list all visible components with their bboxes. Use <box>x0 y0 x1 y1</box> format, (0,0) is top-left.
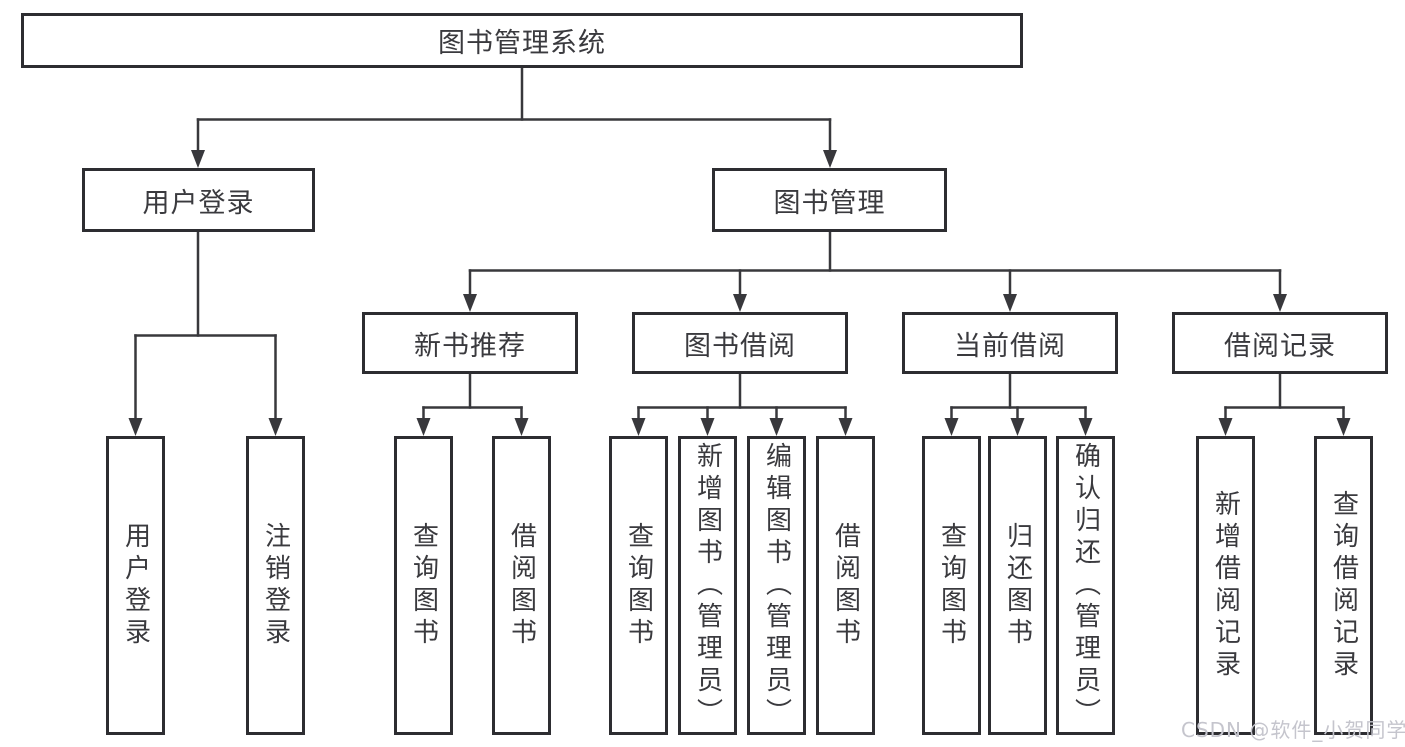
node-leaf-logout: 注销登录 <box>246 436 305 735</box>
node-leaf-bb-query-books: 查询图书 <box>609 436 668 735</box>
node-user-login: 用户登录 <box>82 168 315 232</box>
node-root: 图书管理系统 <box>21 13 1023 68</box>
node-current-borrow: 当前借阅 <box>902 312 1118 374</box>
node-leaf-bb-add-books-admin: 新增图书（管理员） <box>678 436 737 735</box>
node-book-borrow: 图书借阅 <box>632 312 848 374</box>
node-leaf-cb-query-books: 查询图书 <box>922 436 981 735</box>
node-leaf-bb-edit-books-admin: 编辑图书（管理员） <box>747 436 806 735</box>
node-leaf-cb-confirm-return-admin: 确认归还（管理员） <box>1056 436 1115 735</box>
node-new-book-rec: 新书推荐 <box>362 312 578 374</box>
node-leaf-bb-borrow-books: 借阅图书 <box>816 436 875 735</box>
node-leaf-rec-borrow-books: 借阅图书 <box>492 436 551 735</box>
node-leaf-cb-return-books: 归还图书 <box>988 436 1047 735</box>
node-leaf-br-query-record: 查询借阅记录 <box>1314 436 1373 735</box>
csdn-watermark: CSDN @软件_小贺同学 <box>1181 718 1405 742</box>
node-leaf-br-add-record: 新增借阅记录 <box>1196 436 1255 735</box>
node-leaf-rec-query-books: 查询图书 <box>394 436 453 735</box>
node-leaf-user-login: 用户登录 <box>106 436 165 735</box>
node-book-mgmt: 图书管理 <box>712 168 947 232</box>
node-borrow-records: 借阅记录 <box>1172 312 1388 374</box>
